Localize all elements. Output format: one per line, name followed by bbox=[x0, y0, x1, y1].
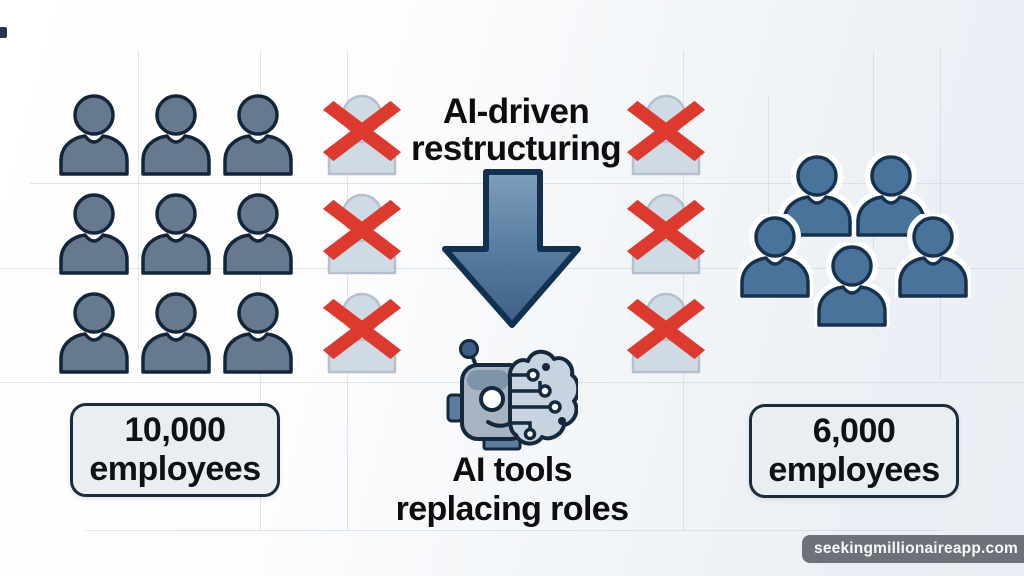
employee-icon bbox=[220, 191, 296, 275]
flow-caption: AI tools replacing roles bbox=[352, 451, 672, 529]
employee-icon bbox=[220, 92, 296, 176]
before-count-label: 10,000 employees bbox=[70, 403, 280, 497]
red-x-icon bbox=[625, 296, 707, 362]
red-x-icon bbox=[321, 296, 403, 362]
employee-icon bbox=[220, 290, 296, 374]
flow-caption-line2: replacing roles bbox=[395, 490, 629, 528]
employee-icon bbox=[138, 92, 214, 176]
removed-employee-icon bbox=[628, 290, 704, 374]
flow-caption-line1: AI tools bbox=[452, 451, 572, 489]
employee-icon bbox=[737, 214, 813, 298]
title: AI-driven restructuring bbox=[346, 93, 686, 167]
employee-icon bbox=[895, 214, 971, 298]
red-x-icon bbox=[625, 197, 707, 263]
edge-artifact bbox=[0, 27, 7, 38]
grid-line-horizontal bbox=[85, 530, 943, 531]
after-group bbox=[737, 152, 971, 332]
removed-employee-icon bbox=[324, 290, 400, 374]
grid-line-vertical bbox=[138, 50, 139, 350]
employee-icon bbox=[56, 290, 132, 374]
employee-icon bbox=[56, 191, 132, 275]
before-grid bbox=[56, 92, 301, 373]
employee-icon bbox=[814, 243, 890, 327]
grid-line-vertical bbox=[768, 95, 769, 285]
before-count-value: 10,000 bbox=[124, 411, 227, 449]
removed-employee-icon bbox=[628, 191, 704, 275]
grid-line-vertical bbox=[260, 50, 261, 530]
grid-line-vertical bbox=[347, 50, 348, 530]
red-x-icon bbox=[321, 197, 403, 263]
watermark: seekingmillionaireapp.com bbox=[802, 535, 1024, 563]
employee-icon bbox=[138, 290, 214, 374]
title-line2: restructuring bbox=[410, 129, 622, 168]
employee-icon bbox=[138, 191, 214, 275]
employee-icon bbox=[56, 92, 132, 176]
title-line1: AI-driven bbox=[442, 92, 590, 131]
after-count-value: 6,000 bbox=[812, 412, 896, 450]
grid-line-vertical bbox=[683, 50, 684, 530]
after-count-unit: employees bbox=[768, 451, 940, 489]
ai-robot-brain-icon bbox=[446, 339, 578, 451]
grid-line-vertical bbox=[940, 50, 941, 380]
after-count-label: 6,000 employees bbox=[749, 404, 959, 498]
removed-employee-icon bbox=[324, 191, 400, 275]
before-count-unit: employees bbox=[89, 450, 261, 488]
down-arrow-icon bbox=[442, 169, 581, 328]
